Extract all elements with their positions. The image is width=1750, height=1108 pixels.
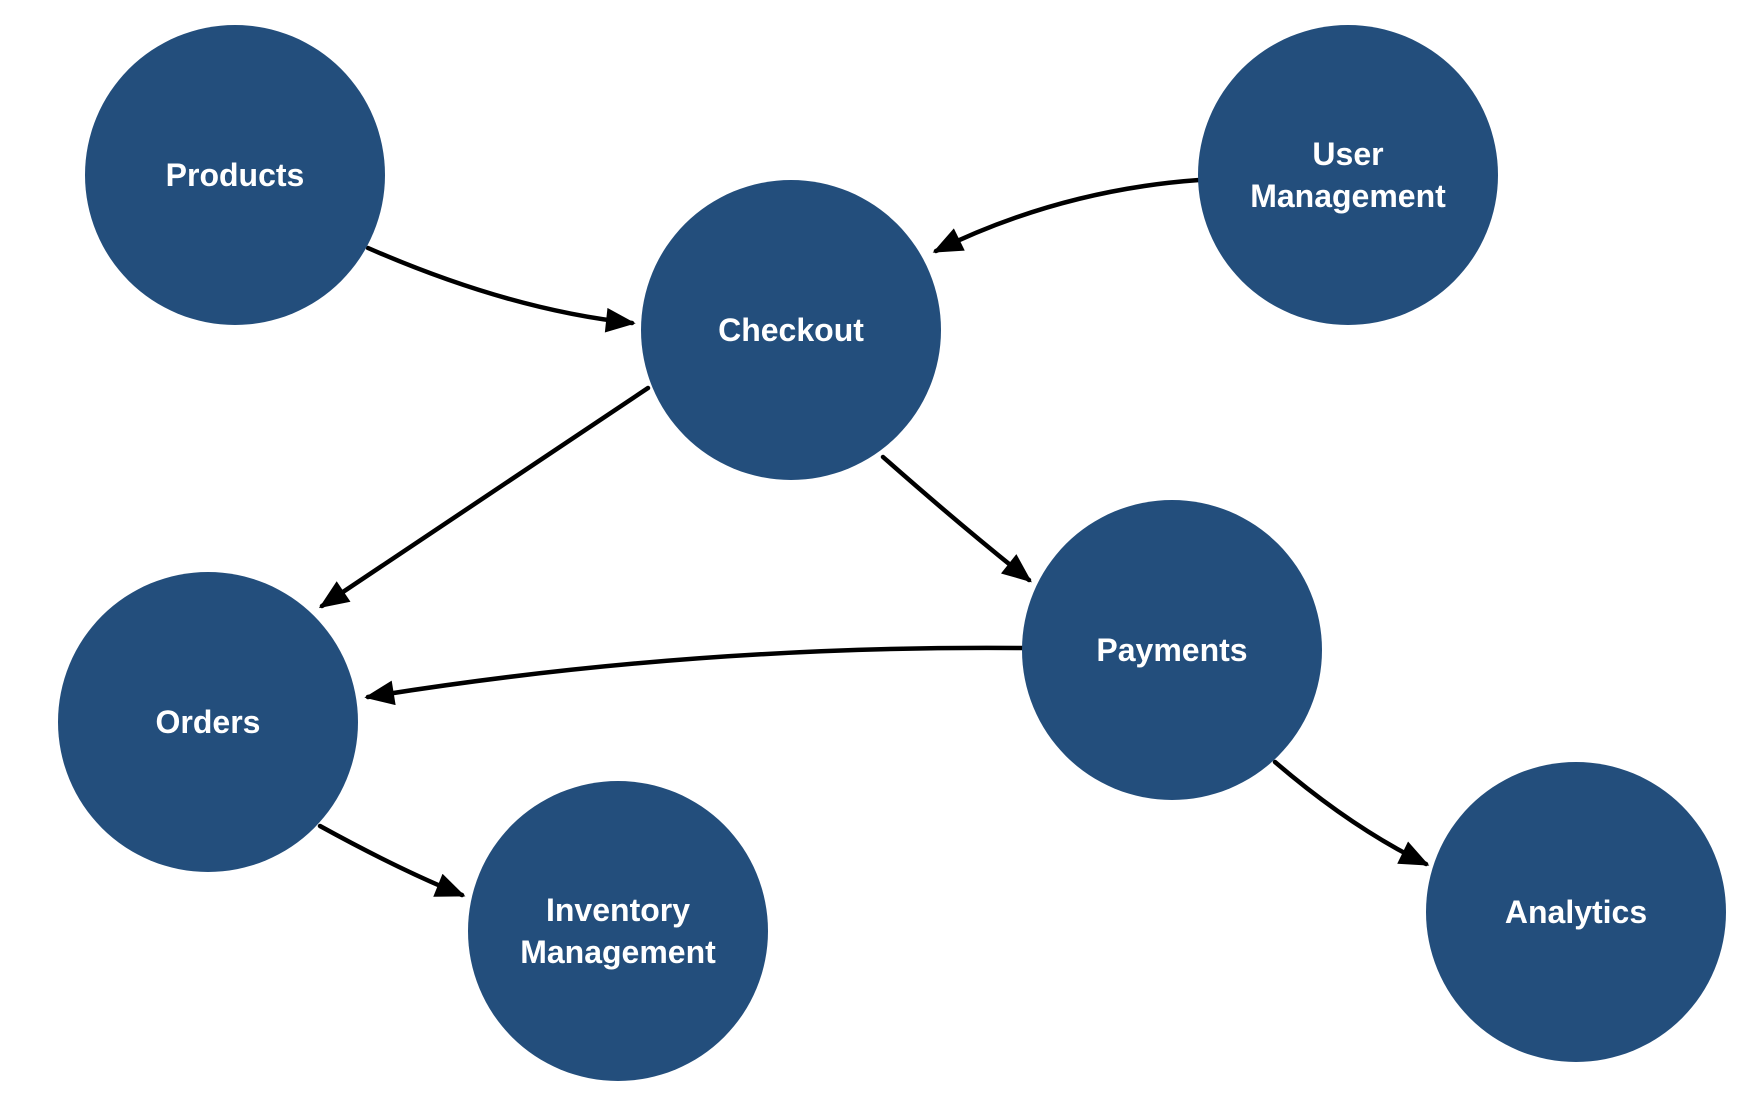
node-products[interactable]: Products bbox=[85, 25, 385, 325]
edge-payments-to-orders[interactable] bbox=[364, 645, 1026, 706]
node-circle-inventory-management[interactable] bbox=[468, 781, 768, 1081]
node-circle-products[interactable] bbox=[85, 25, 385, 325]
node-circle-orders[interactable] bbox=[58, 572, 358, 872]
node-payments[interactable]: Payments bbox=[1022, 500, 1322, 800]
node-checkout[interactable]: Checkout bbox=[641, 180, 941, 480]
node-analytics[interactable]: Analytics bbox=[1426, 762, 1726, 1062]
node-orders[interactable]: Orders bbox=[58, 572, 358, 872]
node-circle-checkout[interactable] bbox=[641, 180, 941, 480]
edge-checkout-to-orders[interactable] bbox=[318, 385, 651, 609]
edge-user-management-to-checkout[interactable] bbox=[932, 177, 1202, 254]
node-circle-payments[interactable] bbox=[1022, 500, 1322, 800]
edge-payments-to-analytics[interactable] bbox=[1272, 759, 1430, 867]
node-circle-analytics[interactable] bbox=[1426, 762, 1726, 1062]
edge-orders-to-inventory-management[interactable] bbox=[317, 823, 466, 898]
node-circle-user-management[interactable] bbox=[1198, 25, 1498, 325]
edges-layer bbox=[317, 177, 1430, 898]
edge-products-to-checkout[interactable] bbox=[365, 245, 636, 333]
edge-checkout-to-payments[interactable] bbox=[880, 454, 1032, 583]
